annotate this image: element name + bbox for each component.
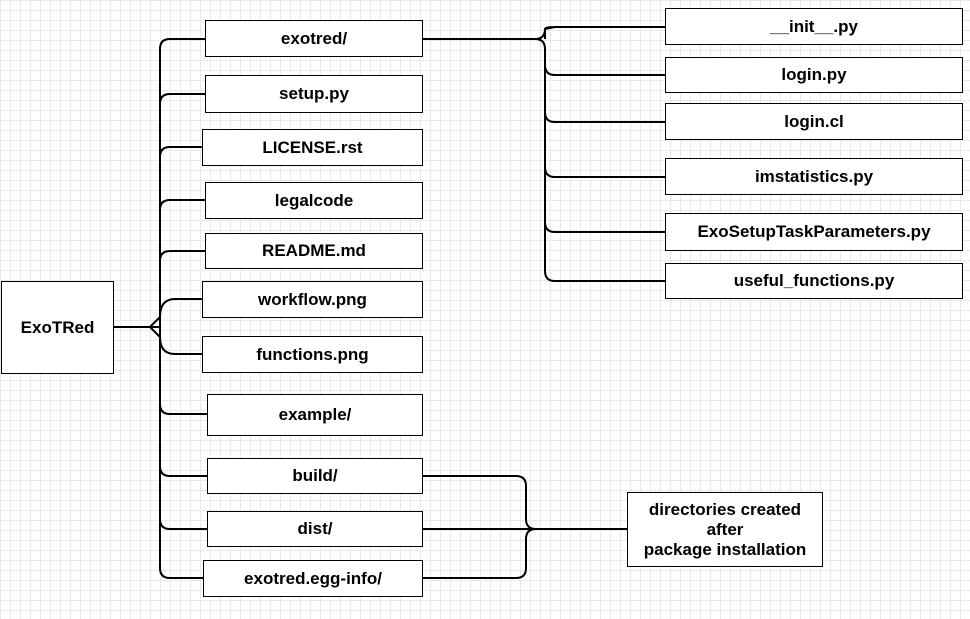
node-setup: setup.py xyxy=(205,75,423,113)
connector-example xyxy=(150,326,207,415)
node-useful: useful_functions.py xyxy=(665,263,963,299)
node-init: __init__.py xyxy=(665,8,963,45)
node-label: example/ xyxy=(278,405,352,424)
root-label: ExoTRed xyxy=(20,317,95,337)
node-label: useful_functions.py xyxy=(733,271,895,290)
node-egginfo: exotred.egg-info/ xyxy=(203,560,423,597)
node-label: login.py xyxy=(781,65,847,84)
node-dist: dist/ xyxy=(207,511,423,547)
node-example: example/ xyxy=(207,394,423,436)
connector-pkg-init xyxy=(544,26,556,39)
node-label: login.cl xyxy=(784,111,844,131)
node-functions: functions.png xyxy=(202,336,423,373)
node-readme: README.md xyxy=(205,233,423,269)
node-exosetup: ExoSetupTaskParameters.py xyxy=(665,213,963,251)
connector-functions xyxy=(149,326,202,355)
node-imstats: imstatistics.py xyxy=(665,158,963,195)
node-label: LICENSE.rst xyxy=(262,137,363,157)
root-node: ExoTRed xyxy=(1,281,114,374)
connector-pkg-logincl xyxy=(544,65,665,123)
connector-pkg-useful xyxy=(544,222,665,282)
node-legalcode: legalcode xyxy=(205,182,423,219)
node-label: dist/ xyxy=(297,519,333,538)
node-install-note: directories created after package instal… xyxy=(627,492,823,567)
node-label: README.md xyxy=(262,241,366,260)
node-label: __init__.py xyxy=(770,16,858,36)
node-label: exotred/ xyxy=(280,28,348,48)
connector-workflow xyxy=(149,298,202,328)
node-build: build/ xyxy=(207,458,423,494)
connector-legalcode xyxy=(159,199,205,211)
node-loginpy: login.py xyxy=(665,57,963,93)
node-label: imstatistics.py xyxy=(754,166,874,186)
node-label: legalcode xyxy=(274,190,354,210)
connector-note-egginfo xyxy=(423,528,537,579)
connector-exotred xyxy=(150,38,205,328)
connector-note-build xyxy=(423,475,537,530)
connector-egginfo xyxy=(159,519,203,579)
node-logincl: login.cl xyxy=(665,103,963,140)
node-label: setup.py xyxy=(279,84,349,103)
node-workflow: workflow.png xyxy=(202,281,423,318)
note-label: directories created after package instal… xyxy=(643,499,807,559)
node-license: LICENSE.rst xyxy=(202,129,423,166)
node-label: ExoSetupTaskParameters.py xyxy=(697,222,931,241)
node-exotred: exotred/ xyxy=(205,20,423,57)
node-label: workflow.png xyxy=(258,289,367,309)
node-label: functions.png xyxy=(256,344,369,364)
connector-pkg-loginpy xyxy=(534,38,665,76)
node-label: build/ xyxy=(292,466,338,485)
node-label: exotred.egg-info/ xyxy=(244,568,382,588)
connector-readme xyxy=(159,250,205,262)
connector-setup xyxy=(159,93,205,105)
connector-license xyxy=(159,146,202,158)
